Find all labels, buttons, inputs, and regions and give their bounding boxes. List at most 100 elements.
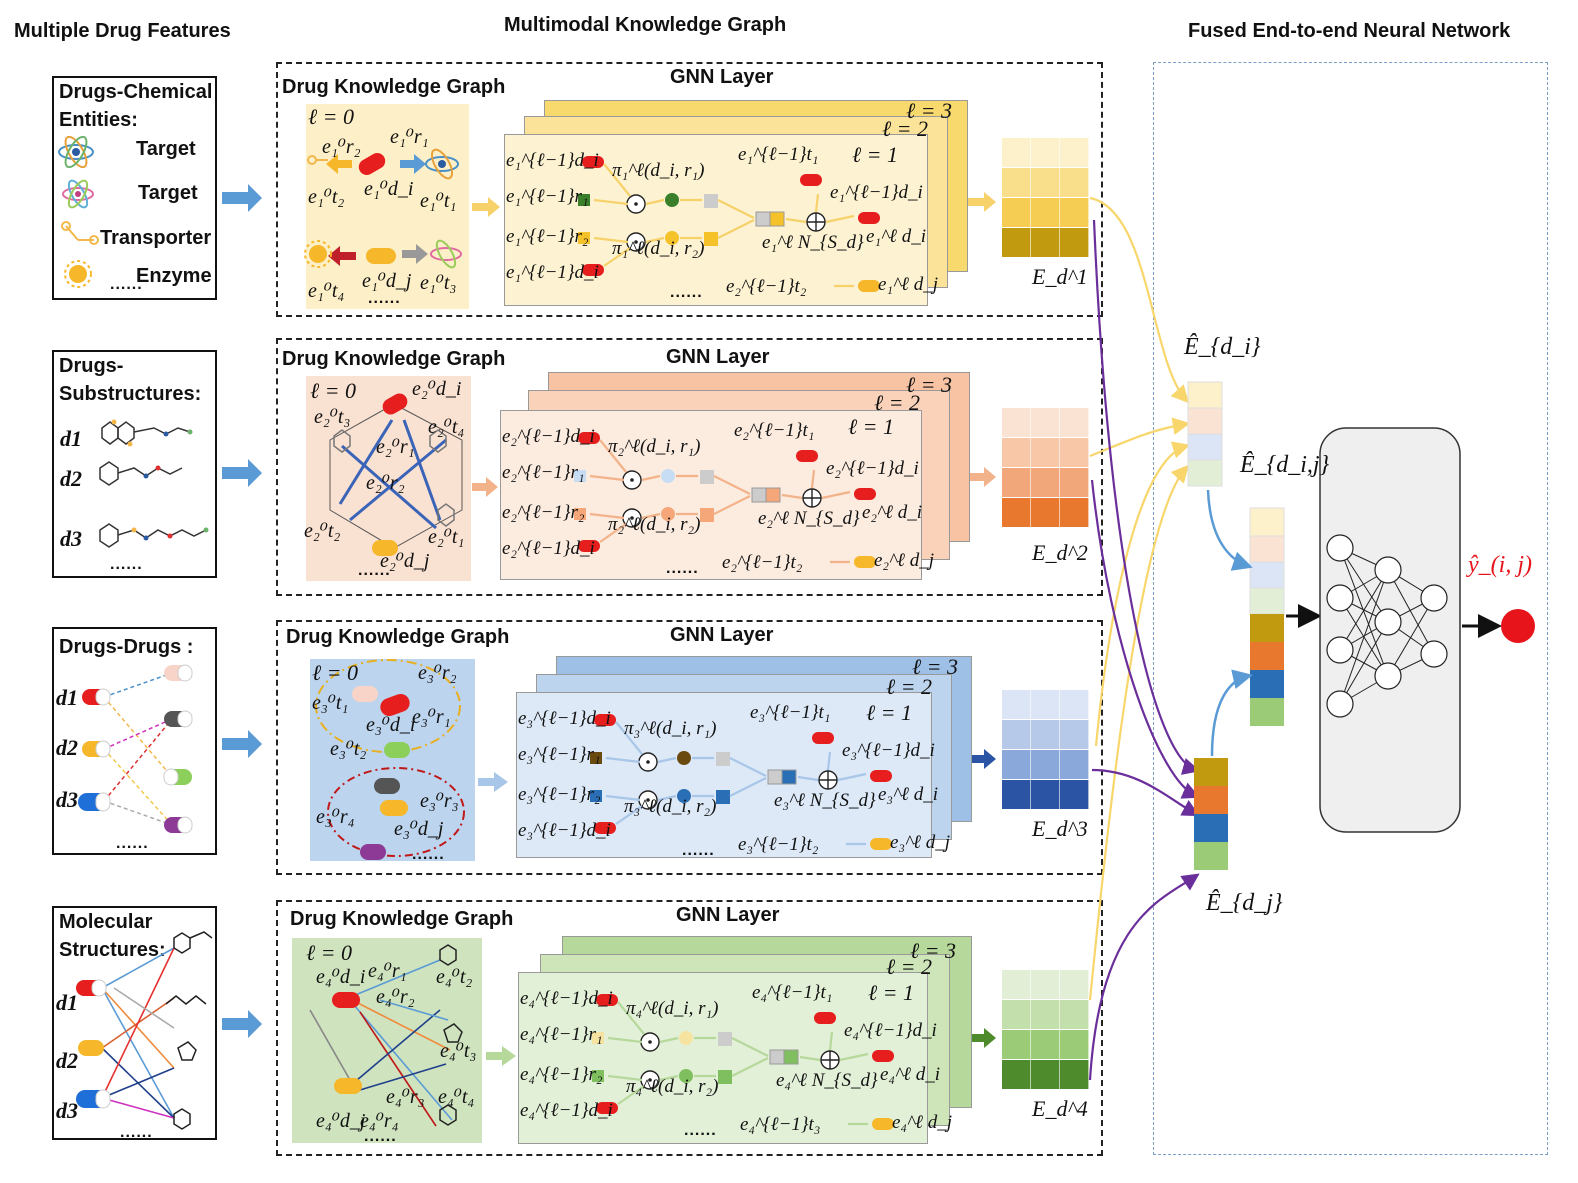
nn-nodes [1326,534,1448,718]
gnn-term: e₂^{ℓ−1}t₁ [734,420,815,441]
embedding-cell [1060,1060,1089,1089]
layer-label-l1: ℓ = 1 [866,700,913,725]
embedding-matrix-4 [1002,970,1090,1092]
drug-capsule-icon [578,540,600,552]
drug-capsule-icon [796,450,818,462]
embedding-cell [1060,408,1089,437]
gnn-term: e₁^{ℓ−1}r₁ [506,186,589,207]
drug-capsule-icon [358,153,386,175]
header-fused-network: Fused End-to-end Neural Network [1188,20,1511,42]
enzyme-icon [304,240,332,268]
weighted-node-icon [661,469,675,483]
gnn-term: π₄^ℓ(d_i, r₂) [626,1076,719,1097]
embedding-cell [1002,780,1031,809]
layer-label-l3: ℓ = 3 [910,938,957,963]
links-to-edi [1088,196,1191,1001]
kg1-node: e₁⁰r₂ [322,136,361,158]
edij-vector [1249,507,1285,726]
nn-neuron [1326,636,1354,664]
kg3-node: e₃⁰d_j [394,818,444,840]
weighted-node-icon [665,193,679,207]
message-square-icon [704,232,718,246]
nn-neuron [1374,608,1402,636]
drug-label-d3: d3 [56,787,78,812]
gnn-term: e₂^{ℓ−1}d_i [826,458,919,479]
message-square-icon [700,470,714,484]
drug-capsule-icon [854,556,876,568]
nn-neuron [1326,690,1354,718]
nn-neuron [1374,662,1402,690]
kg3-node: e₃⁰r₄ [316,806,355,828]
drug-capsule-icon [812,732,834,744]
feature-box-substructures: Drugs- Substructures: d1 d2 d3 ...... [52,350,217,578]
gnn4-layer1 [518,972,928,1144]
odot-center-icon [648,1040,652,1044]
layer-label-l1: ℓ = 1 [852,142,899,167]
gnn-title-4: GNN Layer [676,904,780,926]
feature-box-chemical-entities: Drugs-Chemical Entities: Target Target T… [52,76,217,300]
kg1-node: e₁⁰t₄ [308,280,345,302]
embedding-cell [1031,138,1060,167]
gnn2-layer1 [500,410,922,580]
gnn-term: e₁^ℓ d_j [878,274,938,295]
substructure-icon [333,429,455,527]
drug-label-d1: d1 [60,426,82,451]
embedding-label-3: E_d^3 [1032,816,1088,841]
embedding-cell [1060,168,1089,197]
odot-center-icon [646,760,650,764]
gnn-term: e₂^{ℓ−1}d_i [502,538,595,559]
embedding-cell [1002,498,1031,527]
embedding-cell [1060,970,1089,999]
drug-drug-graph [78,664,193,834]
kg3-node: e₃⁰d_i [366,714,416,736]
embedding-cell [1002,970,1031,999]
transporter-icon [61,221,99,245]
kg2-node: e₂⁰r₁ [376,436,415,458]
embedding-cell [1002,228,1031,257]
links-to-edij [1206,489,1253,757]
message-square-icon [716,790,730,804]
feature-item-transporter: Transporter [100,227,212,249]
layer-label-l0: ℓ = 0 [308,104,355,129]
more-dots: ...... [670,284,703,301]
layer-label-l2: ℓ = 2 [882,116,929,141]
kg4-node: e₄⁰r₁ [368,960,407,982]
more-dots: ...... [110,276,143,293]
kg2-node: e₂⁰t₂ [304,520,341,542]
weighted-node-icon [679,1031,693,1045]
gnn-term: e₄^ℓ d_j [892,1112,952,1133]
embedding-cell [1060,228,1089,257]
gnn-term: π₃^ℓ(d_i, r₁) [624,718,717,739]
more-dots: ...... [110,556,143,573]
embedding-cell [1002,198,1031,227]
aggregate-square-icon [769,211,785,227]
drug-capsule-icon [872,1050,894,1062]
gnn-term: e₄^{ℓ−1}t₁ [752,982,833,1003]
feature-box-drugs-drugs: Drugs-Drugs : d1 d2 d3 ...... [52,627,217,855]
embedding-cell [1031,1000,1060,1029]
aggregate-square-icon [783,1049,799,1065]
fused-network-region [1153,62,1548,1155]
gnn-term: e₄^{ℓ−1}r₂ [520,1064,603,1085]
kg-panel-1 [306,104,469,309]
drug-label-d1: d1 [56,685,78,710]
drug-label-d2: d2 [56,735,78,760]
embedding-cell [1002,138,1031,167]
gnn-term: e₄^{ℓ−1}d_i [520,988,613,1009]
gnn-term: e₁^{ℓ−1}d_i [830,182,923,203]
kg-panel-4 [292,938,482,1143]
gnn-term: π₃^ℓ(d_i, r₂) [624,796,717,817]
embedding-cell [1002,408,1031,437]
message-square-icon [704,194,718,208]
layer-label-l1: ℓ = 1 [848,414,895,439]
relation-square-icon [592,1032,604,1044]
kg2-node: e₂⁰t₄ [428,416,465,438]
drug-capsule-icon [78,664,193,834]
gnn-term: e₄^{ℓ−1}d_i [520,1100,613,1121]
nn-neuron [1420,584,1448,612]
kg4-node: e₄⁰t₂ [436,966,473,988]
embedding-cell [1002,1000,1031,1029]
drug-capsule-icon [596,994,618,1006]
